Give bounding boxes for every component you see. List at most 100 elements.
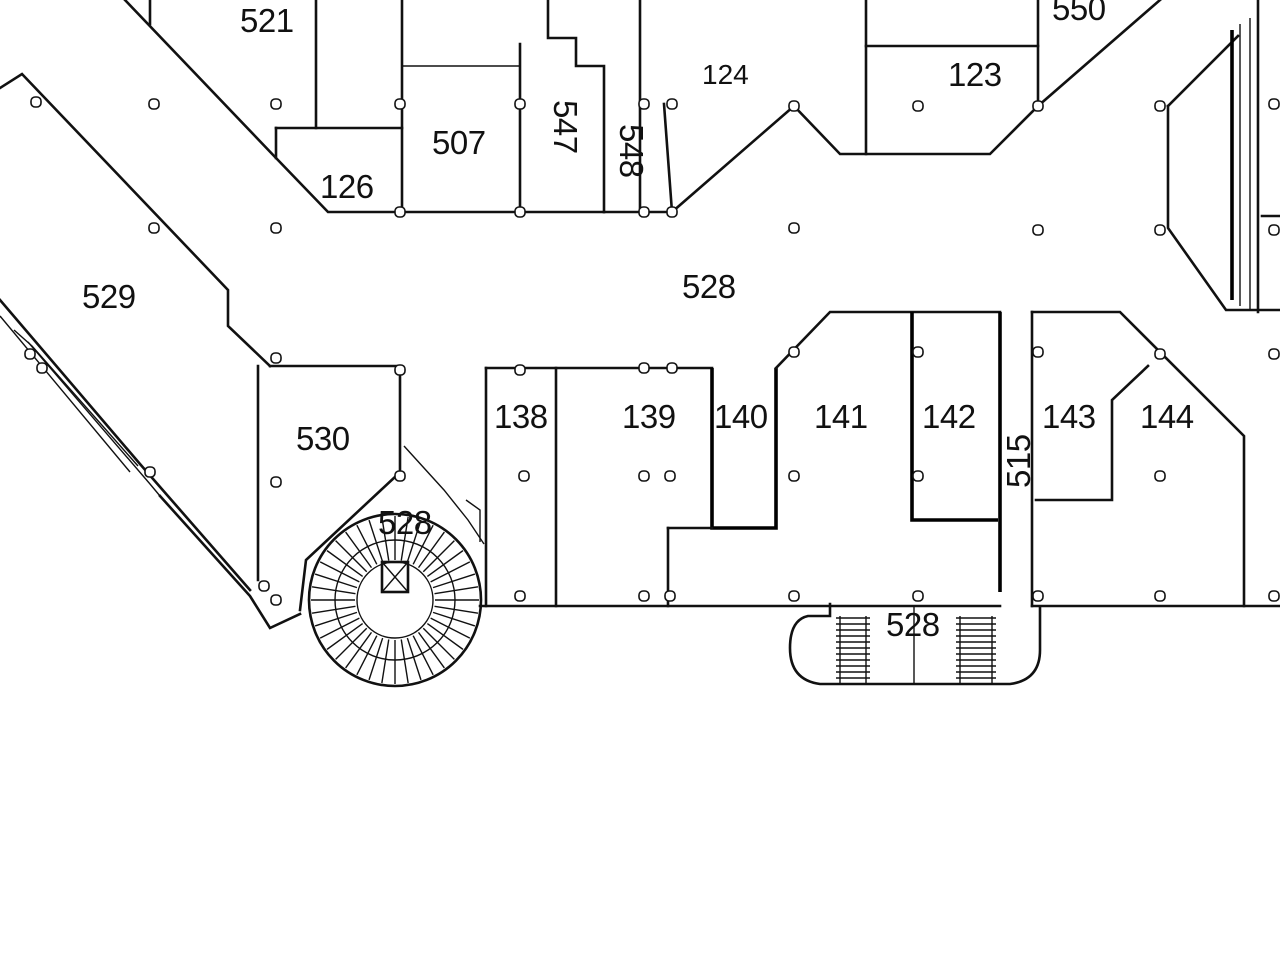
walls-south xyxy=(478,310,1280,686)
column-marker xyxy=(1032,100,1044,112)
column-marker xyxy=(394,98,406,110)
column-marker xyxy=(788,346,800,358)
stair-tread xyxy=(430,617,471,639)
stair-tread xyxy=(417,531,445,569)
column-marker xyxy=(518,470,530,482)
column-marker xyxy=(1268,590,1280,602)
column-marker xyxy=(638,206,650,218)
column-marker xyxy=(24,348,36,360)
room-labels: 521 550 507 547 548 124 123 126 529 528 … xyxy=(82,0,1194,643)
room-550-label[interactable]: 550 xyxy=(1052,0,1106,27)
column-marker xyxy=(788,100,800,112)
column-marker xyxy=(912,470,924,482)
column-marker xyxy=(1032,346,1044,358)
column-marker xyxy=(666,206,678,218)
column-marker xyxy=(270,98,282,110)
room-144-label[interactable]: 144 xyxy=(1140,398,1194,435)
column-marker xyxy=(270,594,282,606)
stair-tread xyxy=(335,627,368,660)
room-138-label[interactable]: 138 xyxy=(494,398,548,435)
column-marker xyxy=(36,362,48,374)
column-marker xyxy=(1154,100,1166,112)
stair-tread xyxy=(368,637,384,681)
column-marker xyxy=(394,364,406,376)
column-marker xyxy=(1268,224,1280,236)
room-547-label[interactable]: 547 xyxy=(547,100,584,154)
stair-tread xyxy=(326,622,364,650)
column-marker xyxy=(1268,348,1280,360)
stair-tread xyxy=(430,561,471,583)
column-marker xyxy=(394,470,406,482)
column-marker xyxy=(148,222,160,234)
column-marker xyxy=(270,222,282,234)
structural-columns xyxy=(24,96,1280,606)
column-marker xyxy=(514,364,526,376)
stair-tread xyxy=(434,605,479,614)
stair-tread xyxy=(314,573,358,589)
column-marker xyxy=(1154,348,1166,360)
stair-tread xyxy=(345,531,373,569)
walls-west xyxy=(0,72,402,630)
stair-tread xyxy=(422,540,455,573)
column-marker xyxy=(1032,224,1044,236)
column-marker xyxy=(270,476,282,488)
stair-tread xyxy=(381,516,390,561)
room-143-label[interactable]: 143 xyxy=(1042,398,1096,435)
column-marker xyxy=(912,590,924,602)
room-142-label[interactable]: 142 xyxy=(922,398,976,435)
stair-tread xyxy=(381,639,390,684)
column-marker xyxy=(666,98,678,110)
room-126-label[interactable]: 126 xyxy=(320,168,374,205)
column-marker xyxy=(514,590,526,602)
stair-tread xyxy=(434,586,479,595)
walls-north xyxy=(123,0,1280,314)
column-marker xyxy=(638,470,650,482)
room-528-corridor-label[interactable]: 528 xyxy=(682,268,736,305)
room-515-label[interactable]: 515 xyxy=(1000,434,1037,488)
column-marker xyxy=(664,470,676,482)
stair-tread xyxy=(417,631,445,669)
room-139-label[interactable]: 139 xyxy=(622,398,676,435)
column-marker xyxy=(30,96,42,108)
room-528-stair-label[interactable]: 528 xyxy=(378,504,432,541)
stair-tread xyxy=(311,586,356,595)
stair-tread xyxy=(326,550,364,578)
stair-tread xyxy=(422,627,455,660)
column-marker xyxy=(664,590,676,602)
room-507-label[interactable]: 507 xyxy=(432,124,486,161)
room-530-label[interactable]: 530 xyxy=(296,420,350,457)
stair-tread xyxy=(432,573,476,589)
stair-tread xyxy=(426,550,464,578)
stair-tread xyxy=(368,519,384,563)
column-marker xyxy=(788,590,800,602)
stair-tread xyxy=(412,524,434,565)
column-marker xyxy=(638,590,650,602)
stair-tread xyxy=(345,631,373,669)
column-marker xyxy=(1032,590,1044,602)
room-548-label[interactable]: 548 xyxy=(613,124,650,178)
column-marker xyxy=(270,352,282,364)
column-marker xyxy=(1154,224,1166,236)
stair-tread xyxy=(400,639,409,684)
room-521-label[interactable]: 521 xyxy=(240,2,294,39)
room-123-label[interactable]: 123 xyxy=(948,56,1002,93)
column-marker xyxy=(638,362,650,374)
room-141-label[interactable]: 141 xyxy=(814,398,868,435)
column-marker xyxy=(514,98,526,110)
stair-tread xyxy=(432,611,476,627)
column-marker xyxy=(144,466,156,478)
column-marker xyxy=(638,98,650,110)
stair-tread xyxy=(311,605,356,614)
column-marker xyxy=(1154,470,1166,482)
room-529-label[interactable]: 529 xyxy=(82,278,136,315)
column-marker xyxy=(666,362,678,374)
column-marker xyxy=(148,98,160,110)
column-marker xyxy=(912,346,924,358)
room-140-label[interactable]: 140 xyxy=(714,398,768,435)
room-528-lobby-label[interactable]: 528 xyxy=(886,606,940,643)
spiral-stair xyxy=(298,445,485,688)
room-124-label[interactable]: 124 xyxy=(702,59,749,90)
column-marker xyxy=(912,100,924,112)
stair-tread xyxy=(400,516,409,561)
